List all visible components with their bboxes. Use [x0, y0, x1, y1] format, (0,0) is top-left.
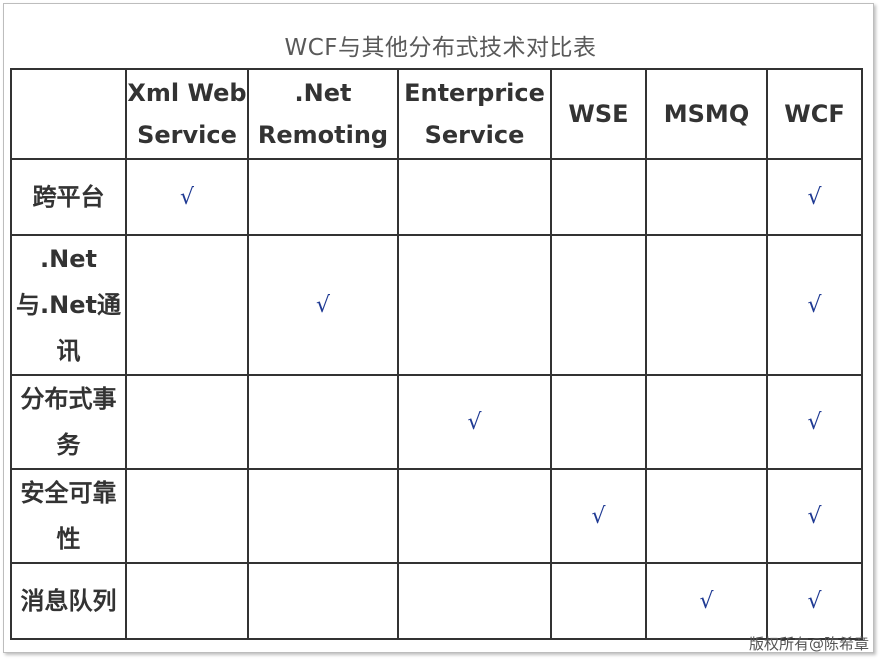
header-wcf: WCF: [766, 68, 863, 160]
check-mark: √: [807, 503, 822, 529]
table-cell: [247, 562, 399, 640]
table-cell: [247, 468, 399, 564]
table-cell: [397, 158, 552, 236]
table-cell: [550, 158, 647, 236]
row-label-message-queue: 消息队列: [10, 562, 127, 640]
table-cell: [397, 234, 552, 376]
table-cell: [550, 234, 647, 376]
comparison-table: Xml Web Service .Net Remoting Enterprice…: [10, 68, 863, 640]
check-mark: √: [699, 588, 714, 614]
table-row: 安全可靠 性 √ √: [10, 468, 863, 564]
check-mark: √: [179, 184, 195, 210]
header-line: WCF: [784, 100, 845, 128]
row-label-line: .Net: [40, 245, 97, 273]
header-enterprice-service: Enterprice Service: [397, 68, 552, 160]
row-label-line: 务: [56, 431, 81, 459]
header-row: Xml Web Service .Net Remoting Enterprice…: [10, 68, 863, 160]
table-cell: √: [766, 158, 863, 236]
row-label-line: 讯: [56, 337, 81, 365]
table-cell: √: [397, 374, 552, 470]
header-line: Service: [137, 121, 237, 149]
row-label-distributed-transaction: 分布式事 务: [10, 374, 127, 470]
table-cell: √: [125, 158, 249, 236]
header-line: WSE: [568, 100, 629, 128]
row-label-line: 跨平台: [32, 183, 105, 211]
header-net-remoting: .Net Remoting: [247, 68, 399, 160]
table-row: .Net 与.Net通 讯 √ √: [10, 234, 863, 376]
table-row: 跨平台 √ √: [10, 158, 863, 236]
check-mark: √: [591, 503, 606, 529]
check-mark: √: [807, 292, 822, 318]
table-cell: [645, 158, 768, 236]
row-label-line: 分布式事: [20, 385, 117, 413]
header-line: Service: [424, 121, 525, 149]
row-label-line: 性: [56, 525, 81, 553]
table-title: WCF与其他分布式技术对比表: [284, 35, 597, 61]
table-cell: [645, 468, 768, 564]
header-xml-web-service: Xml Web Service: [125, 68, 249, 160]
table-cell: [247, 158, 399, 236]
header-msmq: MSMQ: [645, 68, 768, 160]
table-cell: [397, 562, 552, 640]
header-wse: WSE: [550, 68, 647, 160]
table-cell: √: [766, 374, 863, 470]
table-cell: [125, 234, 249, 376]
row-label-cross-platform: 跨平台: [10, 158, 127, 236]
check-mark: √: [807, 409, 822, 435]
table-row: 消息队列 √ √: [10, 562, 863, 640]
header-corner: [10, 68, 127, 160]
table-cell: √: [247, 234, 399, 376]
header-line: .Net: [294, 79, 352, 107]
table-cell: √: [550, 468, 647, 564]
table-cell: √: [645, 562, 768, 640]
table-cell: √: [766, 562, 863, 640]
table-cell: [645, 234, 768, 376]
header-line: MSMQ: [663, 100, 750, 128]
table-cell: [247, 374, 399, 470]
table-cell: [550, 562, 647, 640]
header-line: Remoting: [257, 121, 389, 149]
row-label-line: 安全可靠: [20, 479, 117, 507]
row-label-net-to-net: .Net 与.Net通 讯: [10, 234, 127, 376]
header-line: Xml Web: [127, 79, 247, 107]
row-label-line: 与.Net通: [16, 291, 121, 319]
check-mark: √: [807, 588, 822, 614]
table-cell: [397, 468, 552, 564]
table-cell: [550, 374, 647, 470]
row-label-line: 消息队列: [20, 587, 117, 615]
table-cell: √: [766, 468, 863, 564]
header-line: Enterprice: [404, 79, 545, 107]
check-mark: √: [315, 292, 331, 318]
table-cell: [645, 374, 768, 470]
copyright-footer: 版权所有@陈希章: [748, 635, 869, 653]
table-row: 分布式事 务 √ √: [10, 374, 863, 470]
check-mark: √: [807, 184, 822, 210]
check-mark: √: [467, 409, 482, 435]
table-cell: √: [766, 234, 863, 376]
row-label-reliability: 安全可靠 性: [10, 468, 127, 564]
table-cell: [125, 374, 249, 470]
table-cell: [125, 562, 249, 640]
table-cell: [125, 468, 249, 564]
